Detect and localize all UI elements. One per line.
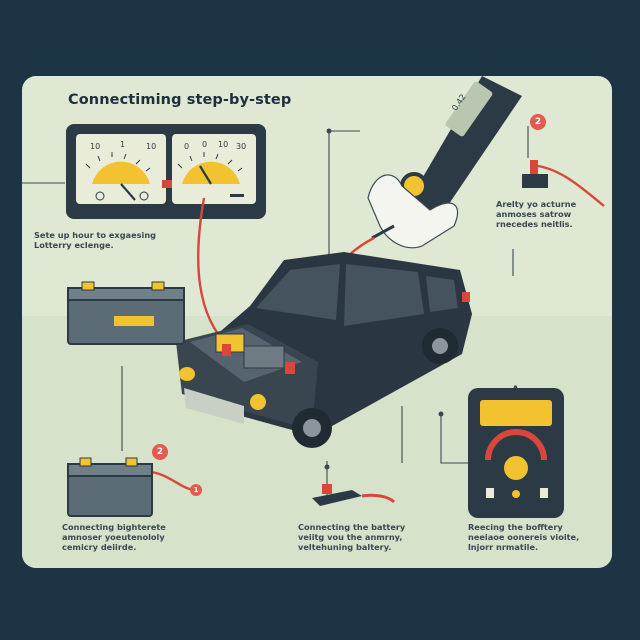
battery-lower xyxy=(67,457,153,517)
step-caption-1: Connecting bighterete amnoser yoeutenolo… xyxy=(62,522,166,552)
car-illustration xyxy=(176,252,472,448)
gauge-right-tick-1: 0 xyxy=(184,142,190,151)
diagram-panel: Connectiming step-by-step xyxy=(22,76,612,568)
step-caption-2: Connecting the battery veiitg vou the an… xyxy=(298,522,406,552)
mini-badge: 1 xyxy=(190,484,202,496)
step-badge-top-right: 2 xyxy=(530,114,546,130)
gauge-left-tick-2: 1 xyxy=(120,140,126,149)
step-caption-3: Reecing the bofftery neeiaoe oonereis vi… xyxy=(468,522,580,552)
gauge-right-tick-4: 30 xyxy=(236,142,247,151)
dual-gauge-meter xyxy=(66,124,266,219)
multimeter-probe xyxy=(367,76,522,249)
terminal-clamp xyxy=(522,160,548,188)
step-badge-lower-left: 2 xyxy=(152,444,168,460)
battery-upper xyxy=(67,281,185,345)
ammeter-display: A xyxy=(512,385,519,395)
analog-ammeter xyxy=(468,388,564,518)
top-right-caption: Arelty yo acturne anmoses satrow rnecede… xyxy=(496,199,577,229)
diagram-title: Connectiming step-by-step xyxy=(68,92,292,108)
gauge-right-tick-3: 10 xyxy=(218,140,229,149)
diagram-artwork xyxy=(22,76,605,518)
gauge-left-tick-3: 10 xyxy=(146,142,157,151)
top-left-caption: Sete up hour to exgaesing Lotterry eclen… xyxy=(34,230,157,250)
alligator-clip xyxy=(312,484,396,506)
gauge-right-tick-2: 0 xyxy=(202,140,208,149)
gauge-left-tick-1: 10 xyxy=(90,142,101,151)
